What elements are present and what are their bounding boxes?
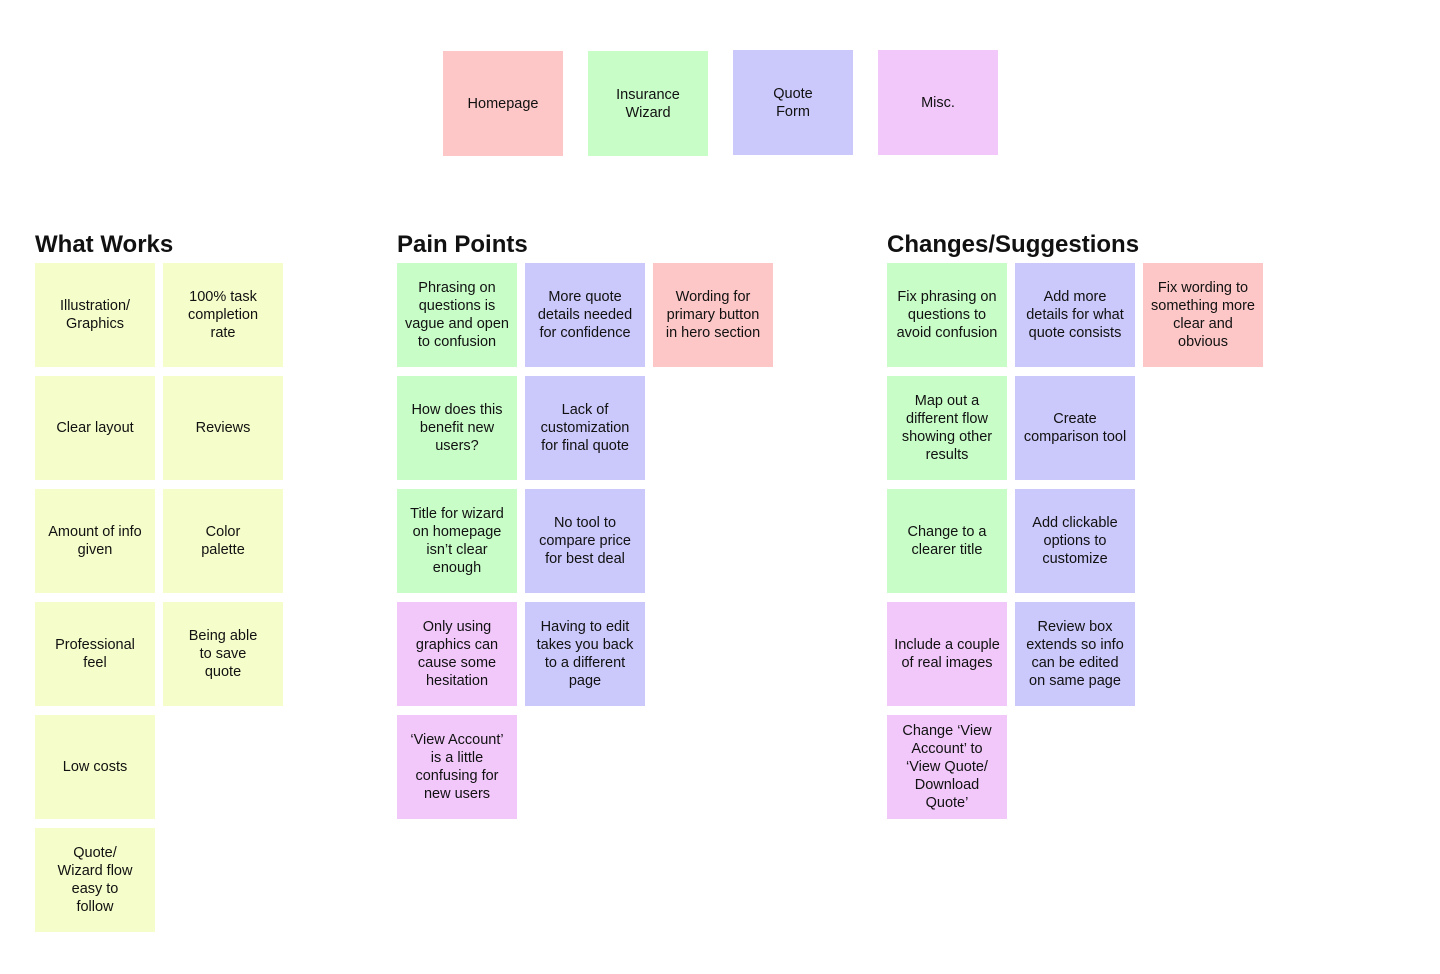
note-text: Add clickable options to customize (1032, 515, 1118, 567)
legend-label: Quote Form (773, 85, 813, 120)
note-text: More quote details needed for confidence (537, 289, 633, 341)
section-title-changes-suggestions: Changes/Suggestions (887, 231, 1140, 258)
note-text: Include a couple of real images (894, 637, 1000, 671)
note-text: Clear layout (56, 420, 134, 436)
note-text: Create comparison tool (1023, 411, 1127, 445)
legend-note-quote-form[interactable]: Quote Form (733, 50, 853, 155)
note-text: Only using graphics can cause some hesit… (415, 619, 499, 689)
note-text: Fix wording to something more clear and … (1151, 280, 1255, 350)
section-title-pain-points: Pain Points (397, 231, 528, 258)
sticky-note[interactable]: Fix phrasing on questions to avoid confu… (887, 263, 1007, 367)
note-text: Color palette (201, 524, 245, 558)
note-text: Change ‘View Account’ to ‘View Quote/ Do… (902, 723, 992, 811)
sticky-note[interactable]: Color palette (163, 489, 283, 593)
sticky-note[interactable]: Add more details for what quote consists (1015, 263, 1135, 367)
sticky-note[interactable]: Professional feel (35, 602, 155, 706)
note-text: Quote/ Wizard flow easy to follow (57, 845, 133, 915)
note-text: Amount of info given (48, 524, 142, 558)
sticky-note[interactable]: Amount of info given (35, 489, 155, 593)
note-text: No tool to compare price for best deal (539, 515, 631, 567)
sticky-note[interactable]: Change to a clearer title (887, 489, 1007, 593)
sticky-note[interactable]: Lack of customization for final quote (525, 376, 645, 480)
sticky-note[interactable]: Having to edit takes you back to a diffe… (525, 602, 645, 706)
sticky-note[interactable]: Map out a different flow showing other r… (887, 376, 1007, 480)
sticky-note[interactable]: Reviews (163, 376, 283, 480)
sticky-note[interactable]: Review box extends so info can be edited… (1015, 602, 1135, 706)
note-text: Title for wizard on homepage isn’t clear… (410, 506, 504, 576)
note-text: Reviews (195, 420, 251, 436)
sticky-note[interactable]: Clear layout (35, 376, 155, 480)
sticky-note[interactable]: Create comparison tool (1015, 376, 1135, 480)
note-text: ‘View Account’ is a little confusing for… (410, 732, 504, 802)
section-title-what-works: What Works (35, 231, 174, 258)
sticky-note[interactable]: More quote details needed for confidence (525, 263, 645, 367)
note-text: Map out a different flow showing other r… (901, 393, 993, 463)
sticky-note[interactable]: Low costs (35, 715, 155, 819)
note-text: Lack of customization for final quote (540, 402, 630, 454)
legend-note-homepage[interactable]: Homepage (443, 51, 563, 156)
sticky-note[interactable]: Being able to save quote (163, 602, 283, 706)
sticky-note[interactable]: Fix wording to something more clear and … (1143, 263, 1263, 367)
sticky-note[interactable]: Add clickable options to customize (1015, 489, 1135, 593)
sticky-note[interactable]: Quote/ Wizard flow easy to follow (35, 828, 155, 932)
sticky-note[interactable]: Wording for primary button in hero secti… (653, 263, 773, 367)
note-text: Phrasing on questions is vague and open … (404, 280, 509, 350)
sticky-note[interactable]: Include a couple of real images (887, 602, 1007, 706)
legend-label: Misc. (921, 94, 955, 111)
sticky-note[interactable]: Phrasing on questions is vague and open … (397, 263, 517, 367)
sticky-note[interactable]: Only using graphics can cause some hesit… (397, 602, 517, 706)
note-text: Illustration/ Graphics (59, 298, 131, 332)
legend-note-insurance-wizard[interactable]: Insurance Wizard (588, 51, 708, 156)
sticky-note[interactable]: 100% task completion rate (163, 263, 283, 367)
sticky-note[interactable]: Illustration/ Graphics (35, 263, 155, 367)
note-text: Professional feel (55, 637, 135, 671)
legend-label: Homepage (467, 95, 539, 112)
note-text: Add more details for what quote consists (1026, 289, 1124, 341)
legend-note-misc[interactable]: Misc. (878, 50, 998, 155)
sticky-note[interactable]: ‘View Account’ is a little confusing for… (397, 715, 517, 819)
note-text: Low costs (62, 759, 128, 775)
note-text: Wording for primary button in hero secti… (665, 289, 761, 341)
note-text: 100% task completion rate (187, 289, 259, 341)
note-text: Having to edit takes you back to a diffe… (536, 619, 634, 689)
sticky-note[interactable]: Change ‘View Account’ to ‘View Quote/ Do… (887, 715, 1007, 819)
note-text: How does this benefit new users? (411, 402, 503, 454)
sticky-note[interactable]: Title for wizard on homepage isn’t clear… (397, 489, 517, 593)
note-text: Change to a clearer title (907, 524, 987, 558)
note-text: Fix phrasing on questions to avoid confu… (896, 289, 998, 341)
sticky-note[interactable]: No tool to compare price for best deal (525, 489, 645, 593)
legend-label: Insurance Wizard (616, 86, 680, 121)
sticky-note[interactable]: How does this benefit new users? (397, 376, 517, 480)
note-text: Being able to save quote (188, 628, 258, 680)
note-text: Review box extends so info can be edited… (1026, 619, 1124, 689)
